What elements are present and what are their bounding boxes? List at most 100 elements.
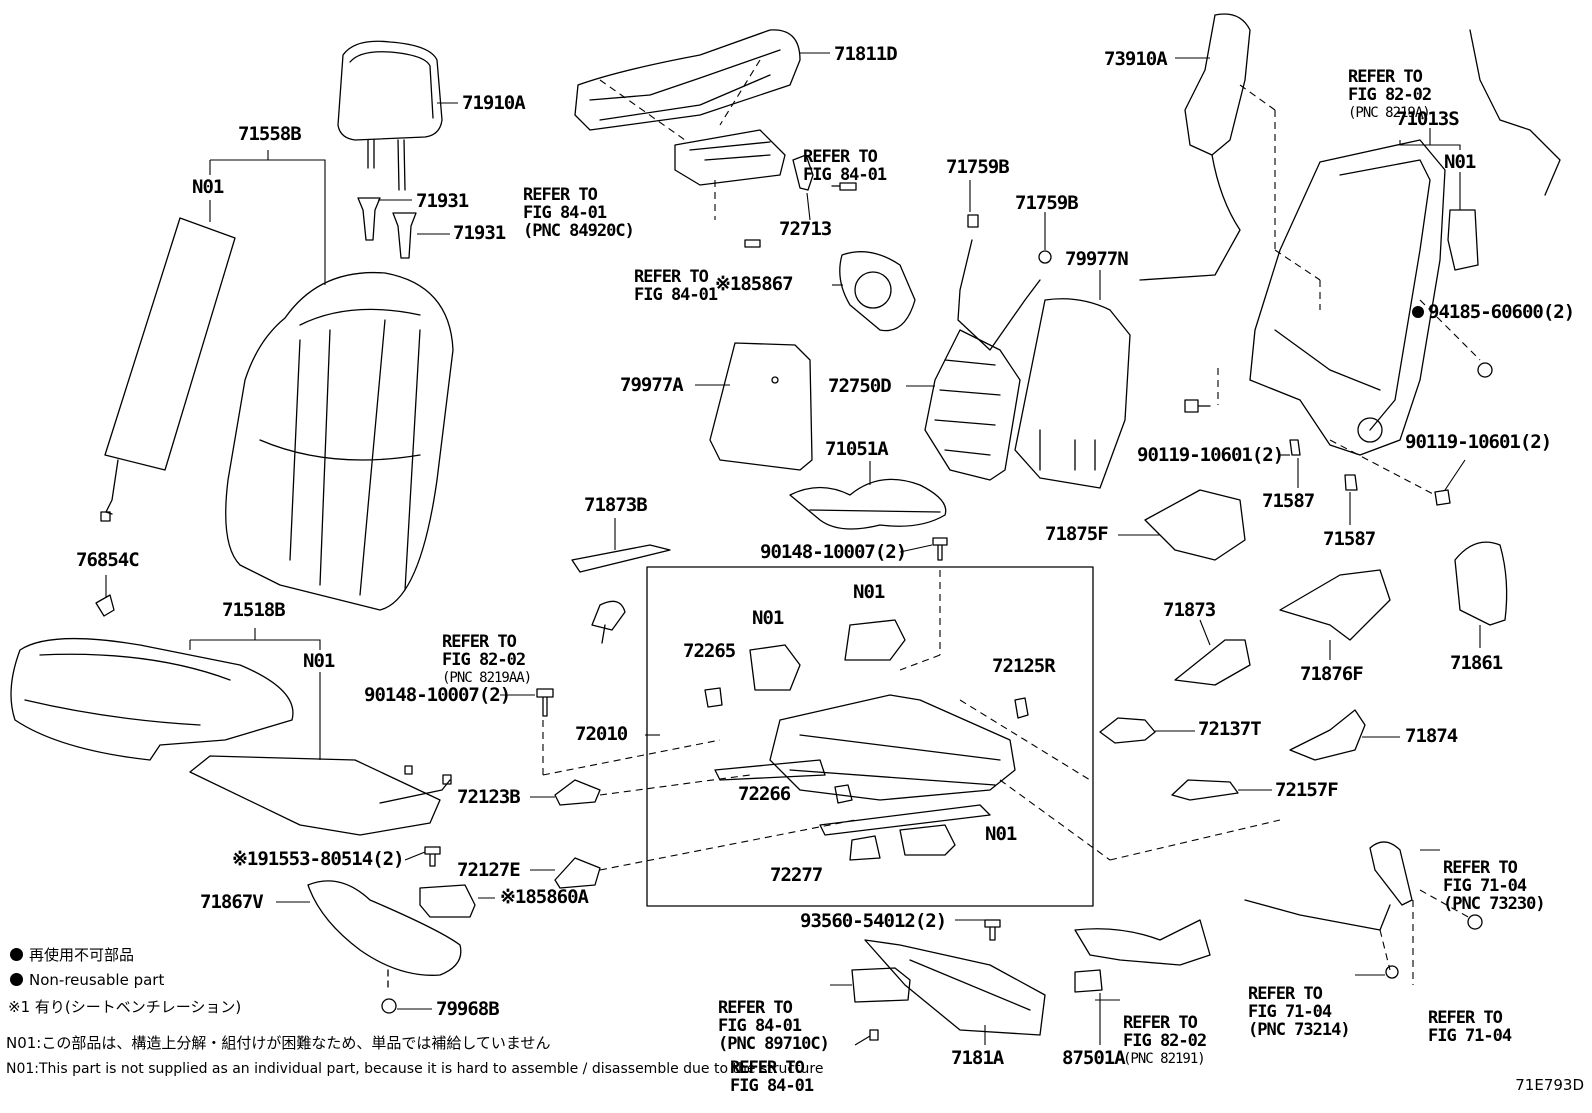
part-label: 71013S xyxy=(1396,108,1460,130)
cover-72127e-shape xyxy=(554,857,601,889)
part-label: 71759B xyxy=(1015,192,1079,214)
part-label: 93560-54012(2) xyxy=(800,910,947,932)
cover-72123b-shape xyxy=(554,779,601,806)
ecu-shape xyxy=(851,967,911,1003)
seat-adjuster-frame-box xyxy=(646,566,1094,907)
part-label: 71051A xyxy=(825,438,889,460)
seatback-upper-frame-shape xyxy=(574,29,801,131)
part-label: 71759B xyxy=(946,156,1010,178)
part-label: 94185-60600(2) xyxy=(1428,301,1575,323)
motor-shape xyxy=(844,619,906,661)
non-reusable-dot xyxy=(1412,306,1424,318)
part-label: 87501A xyxy=(1062,1047,1126,1069)
bracket-72266-shape xyxy=(834,784,853,804)
part-label: 71861 xyxy=(1450,652,1503,674)
legend-en-nonreusable: Non-reusable part xyxy=(10,970,164,990)
part-label: 72137T xyxy=(1198,718,1262,740)
part-label: 72010 xyxy=(575,723,628,745)
part-label: ※185860A xyxy=(500,886,589,908)
back-pad-shape xyxy=(100,217,236,522)
seat-adjuster-shape xyxy=(714,694,1016,836)
motor-shape xyxy=(749,644,801,691)
harness-71051a-shape xyxy=(789,478,947,530)
part-label: 71910A xyxy=(462,92,526,114)
side-airbag-shape xyxy=(1184,13,1251,156)
seatbelt-buckle-shape xyxy=(1369,841,1413,906)
harness-82191-shape xyxy=(1074,919,1211,966)
part-label: 71867V xyxy=(200,891,264,913)
part-label: 71876F xyxy=(1300,663,1364,685)
n01-label: N01 xyxy=(985,823,1017,845)
non-reusable-dot-icon xyxy=(10,948,23,961)
part-label: 79977N xyxy=(1065,248,1129,270)
harness-8219a-shape xyxy=(1469,29,1561,196)
n01-label: N01 xyxy=(752,607,784,629)
n01-label: N01 xyxy=(1444,151,1476,173)
non-reusable-dot-icon xyxy=(10,973,23,986)
part-label: 71873B xyxy=(584,494,648,516)
part-label: 72265 xyxy=(683,640,736,662)
part-label: 72750D xyxy=(828,375,892,397)
pad-79977n-shape xyxy=(1014,298,1131,489)
part-label: 79977A xyxy=(620,374,684,396)
part-label: 71587 xyxy=(1262,490,1315,512)
part-label: 79968B xyxy=(436,998,500,1020)
clip-72265-shape xyxy=(704,687,723,708)
part-label: 71811D xyxy=(834,43,898,65)
cover-72157f-shape xyxy=(1171,779,1239,801)
part-label: 71518B xyxy=(222,599,286,621)
part-label: ※191553-80514(2) xyxy=(232,848,405,870)
vent-fan-shape xyxy=(419,884,476,918)
part-label: 71931 xyxy=(416,190,469,212)
spacer-71587-shape xyxy=(1344,474,1358,491)
motor-shape xyxy=(899,824,956,856)
wire-71759b-shape xyxy=(957,239,1041,351)
part-label: 72266 xyxy=(738,783,791,805)
seatback-cover-shape xyxy=(225,271,454,611)
clip-shape xyxy=(95,594,115,617)
screw-84-01-shape xyxy=(831,182,857,191)
part-label: 72157F xyxy=(1275,779,1339,801)
base-7181a-shape xyxy=(864,939,1046,1036)
bracket-72713-shape xyxy=(792,154,814,191)
part-label: 7181A xyxy=(951,1047,1004,1069)
part-label: 76854C xyxy=(76,549,140,571)
connector-8219aa-shape xyxy=(591,600,626,644)
part-label: 71587 xyxy=(1323,528,1376,550)
cap-71861-shape xyxy=(1454,541,1508,626)
part-label: ※185867 xyxy=(715,273,794,295)
part-label: 71874 xyxy=(1405,725,1458,747)
diagram-code: 71E793D xyxy=(1515,1076,1584,1094)
part-label: 90148-10007(2) xyxy=(364,684,511,706)
bolt-shape xyxy=(536,688,554,717)
cushion-cover-shape xyxy=(10,637,294,761)
part-label: 71931 xyxy=(453,222,506,244)
part-label: 72713 xyxy=(779,218,832,240)
part-label: 71558B xyxy=(238,123,302,145)
switch-87501a-shape xyxy=(1074,969,1103,993)
n01-label: N01 xyxy=(853,581,885,603)
bracket-72125r-shape xyxy=(1014,697,1029,719)
legend-n01-jp: N01:この部品は、構造上分解・組付けが困難なため、単品では補給していません xyxy=(6,1034,551,1052)
part-label: 90119-10601(2) xyxy=(1137,444,1284,466)
headrest-shape xyxy=(337,40,443,191)
part-label: 71875F xyxy=(1045,523,1109,545)
cover-71873-shape xyxy=(1174,639,1251,686)
cover-71876f-shape xyxy=(1279,569,1391,641)
frame-motor-shape xyxy=(1447,209,1479,271)
bracket-71874-shape xyxy=(1289,709,1366,761)
n01-label: N01 xyxy=(192,176,224,198)
part-label: 90148-10007(2) xyxy=(760,541,907,563)
legend-n01-en: N01:This part is not supplied as an indi… xyxy=(6,1061,824,1077)
pad-79977a-shape xyxy=(709,342,813,471)
spacer-71587-shape xyxy=(1289,439,1301,456)
